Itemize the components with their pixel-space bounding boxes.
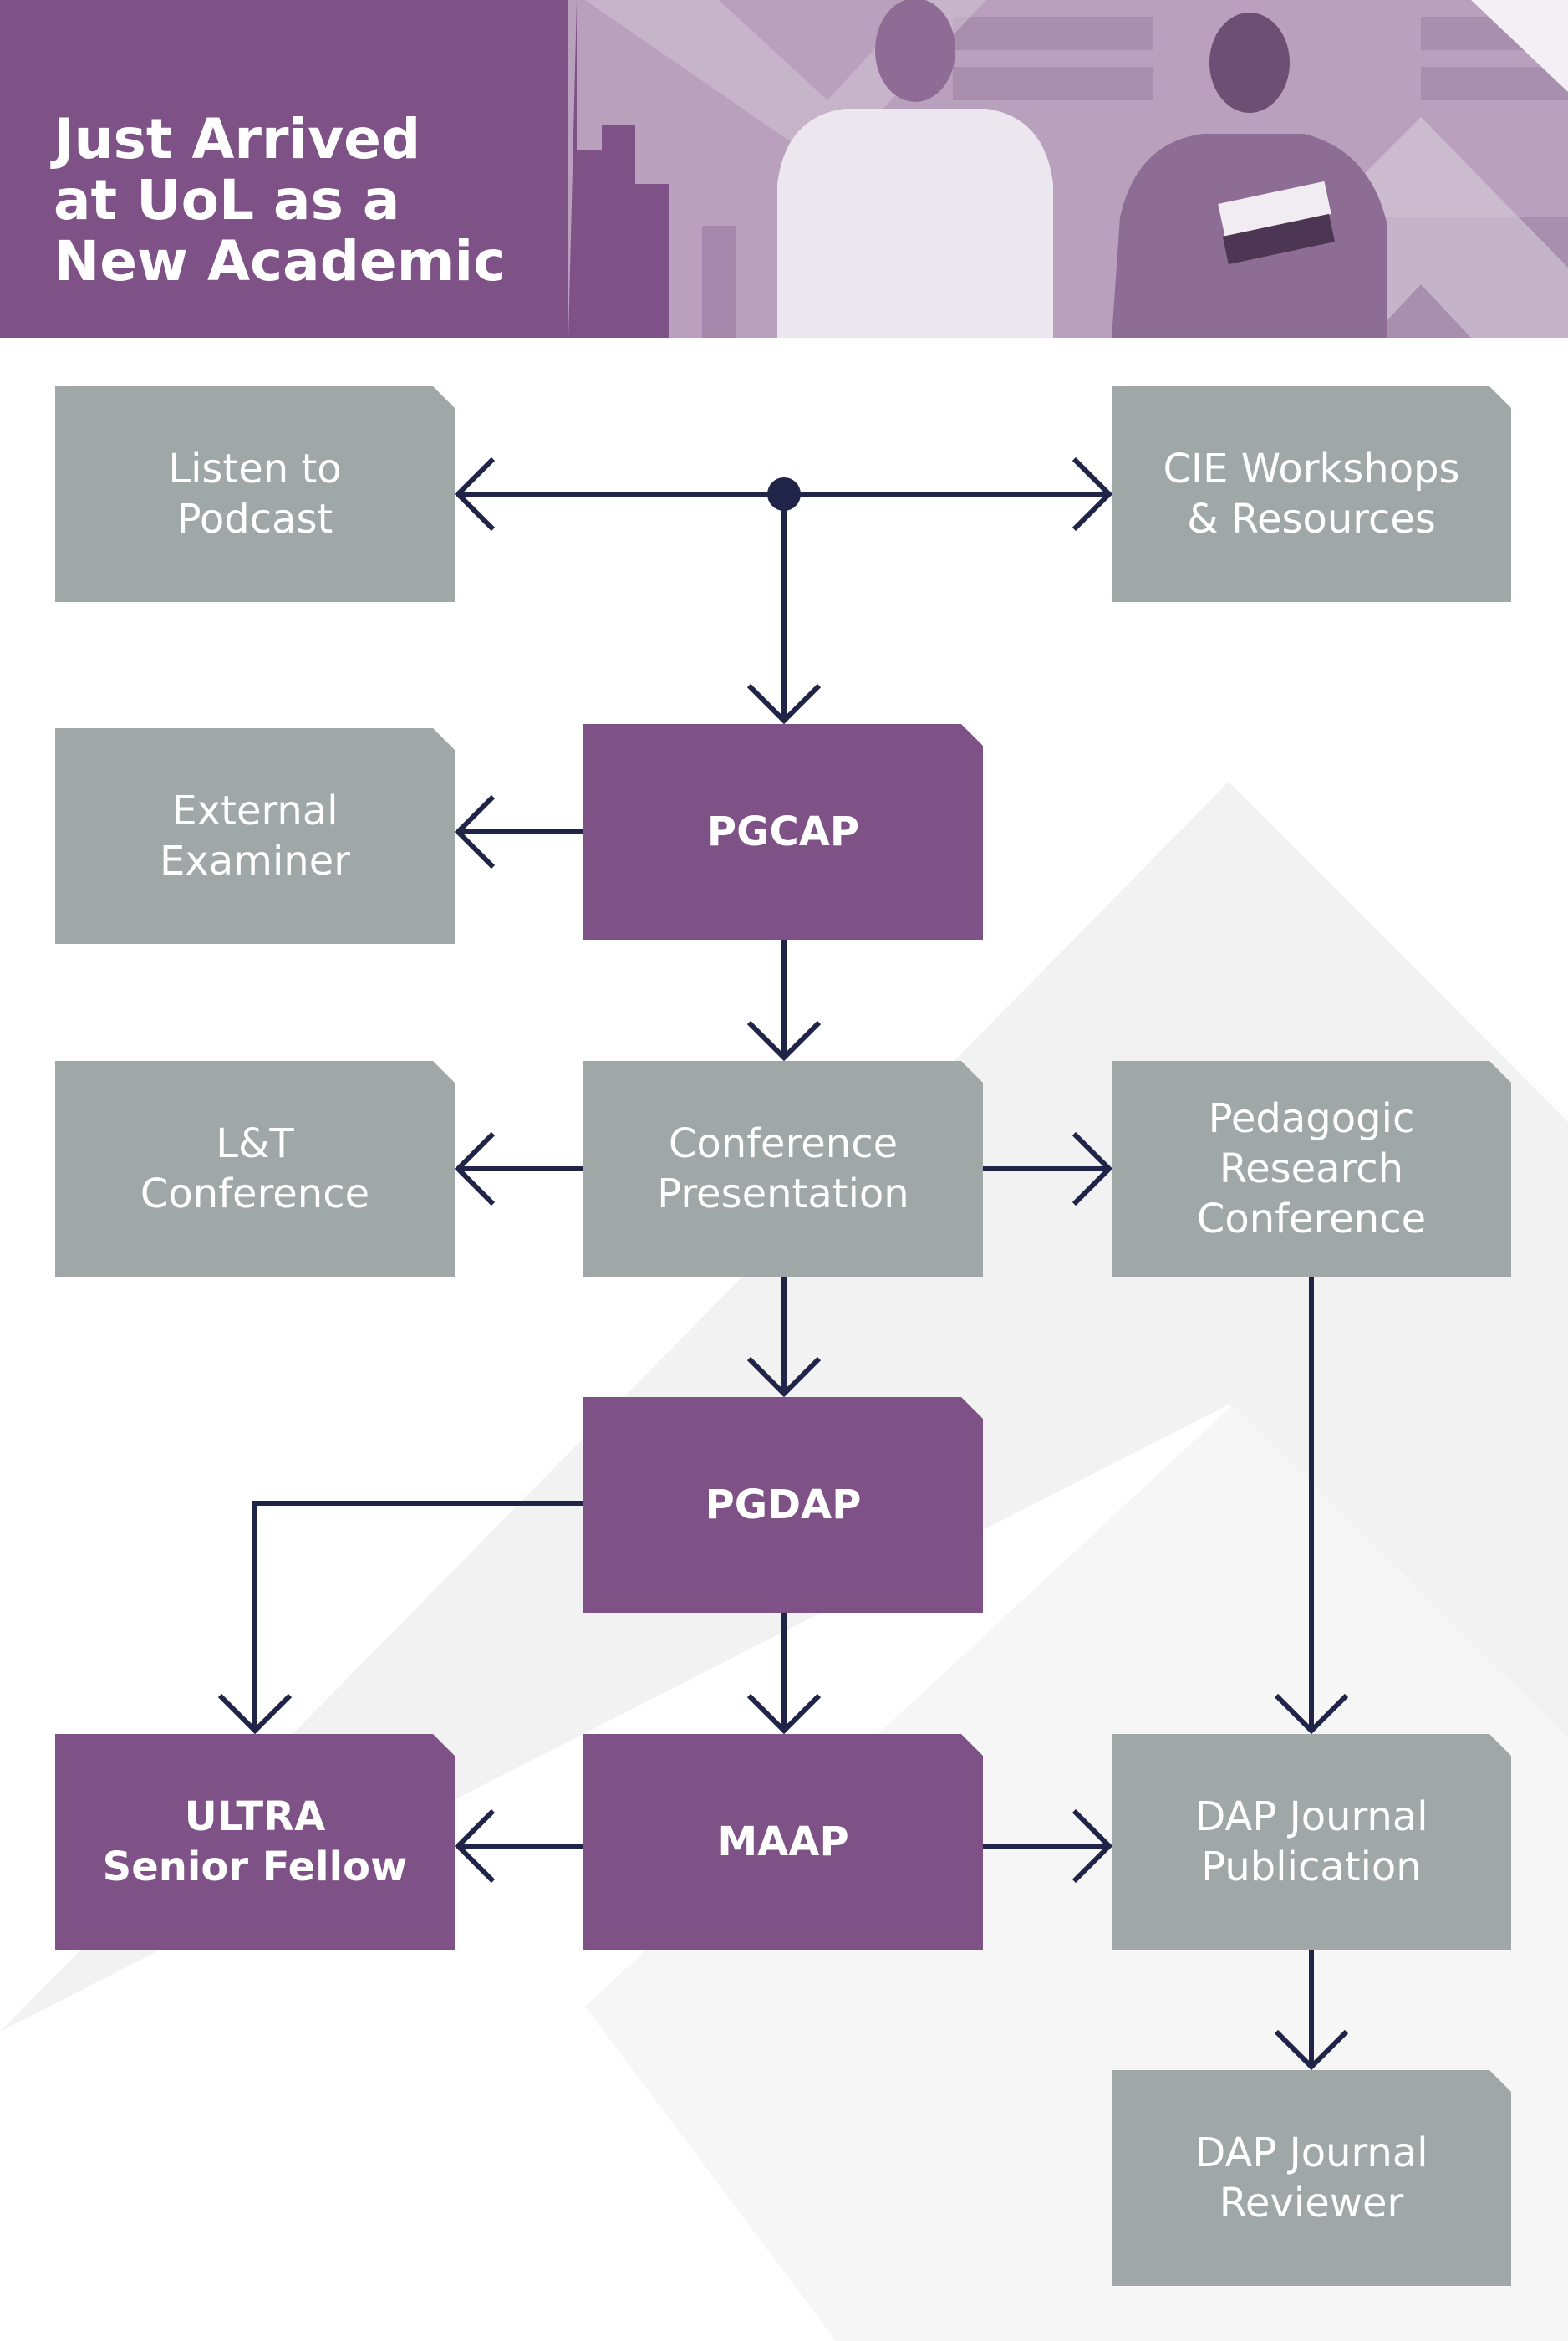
- page-title: Just Arrived at UoL as a New Academic: [53, 109, 506, 292]
- node-label: Conference: [1196, 1196, 1427, 1242]
- arrowhead-dap-reviewer: [1274, 2029, 1349, 2071]
- node-label: DAP Journal: [1194, 1793, 1428, 1840]
- node-label: Senior Fellow: [102, 1844, 408, 1890]
- node-label: Podcast: [176, 496, 333, 543]
- node-label: Presentation: [657, 1170, 909, 1217]
- title-line: Just Arrived: [53, 107, 421, 171]
- node-label: L&T: [216, 1120, 294, 1167]
- arrowhead-dap-publication-top: [1274, 1693, 1349, 1735]
- arrowhead-maap: [746, 1693, 822, 1735]
- node-listen-podcast: Listen to Podcast: [55, 386, 455, 602]
- node-label: Research: [1219, 1145, 1404, 1192]
- arrowhead-lt-conference: [454, 1131, 496, 1206]
- node-label: Conference: [668, 1120, 899, 1167]
- arrowhead-ultra-left: [454, 1808, 496, 1884]
- arrowhead-conference-presentation: [746, 1020, 822, 1062]
- node-dap-publication: DAP Journal Publication: [1112, 1734, 1511, 1950]
- junction-dot: [767, 477, 801, 511]
- node-pgdap: PGDAP: [583, 1397, 983, 1613]
- node-lt-conference: L&T Conference: [55, 1061, 455, 1277]
- arrowhead-cie-workshops: [1072, 456, 1113, 532]
- node-label: Pedagogic: [1208, 1095, 1415, 1142]
- node-label: DAP Journal: [1194, 2129, 1428, 2176]
- node-label: External: [171, 788, 339, 834]
- node-pedagogic-research: Pedagogic Research Conference: [1112, 1061, 1511, 1277]
- title-line: at UoL as a: [53, 168, 400, 232]
- node-label: PGCAP: [706, 808, 860, 855]
- node-maap: MAAP: [583, 1734, 983, 1950]
- node-dap-reviewer: DAP Journal Reviewer: [1112, 2070, 1511, 2286]
- arrowhead-dap-publication: [1072, 1808, 1113, 1884]
- node-label: MAAP: [717, 1818, 849, 1865]
- node-cie-workshops: CIE Workshops & Resources: [1112, 386, 1511, 602]
- node-conference-presentation: Conference Presentation: [583, 1061, 983, 1277]
- node-label: PGDAP: [705, 1482, 862, 1528]
- arrowhead-pgcap: [746, 683, 822, 725]
- arrowhead-pgdap: [746, 1356, 822, 1398]
- arrowhead-listen-podcast: [454, 456, 496, 532]
- title-line: New Academic: [53, 229, 507, 293]
- node-label: ULTRA: [184, 1793, 326, 1840]
- arrowhead-pedagogic-research: [1072, 1131, 1113, 1206]
- node-label: & Resources: [1187, 496, 1436, 543]
- arrowhead-external-examiner: [454, 794, 496, 870]
- arrowhead-ultra: [217, 1693, 293, 1735]
- node-ultra-senior-fellow: ULTRA Senior Fellow: [55, 1734, 455, 1950]
- node-label: CIE Workshops: [1163, 446, 1460, 492]
- node-external-examiner: External Examiner: [55, 728, 455, 944]
- connector-pgdap-to-ultra: [252, 1501, 583, 1731]
- node-label: Listen to: [168, 446, 342, 492]
- node-label: Examiner: [160, 838, 350, 885]
- node-pgcap: PGCAP: [583, 724, 983, 940]
- node-label: Reviewer: [1219, 2180, 1404, 2226]
- node-label: Publication: [1201, 1844, 1422, 1890]
- header-banner: Just Arrived at UoL as a New Academic: [0, 0, 1568, 338]
- header-photo: [0, 0, 1568, 338]
- node-label: Conference: [140, 1170, 370, 1217]
